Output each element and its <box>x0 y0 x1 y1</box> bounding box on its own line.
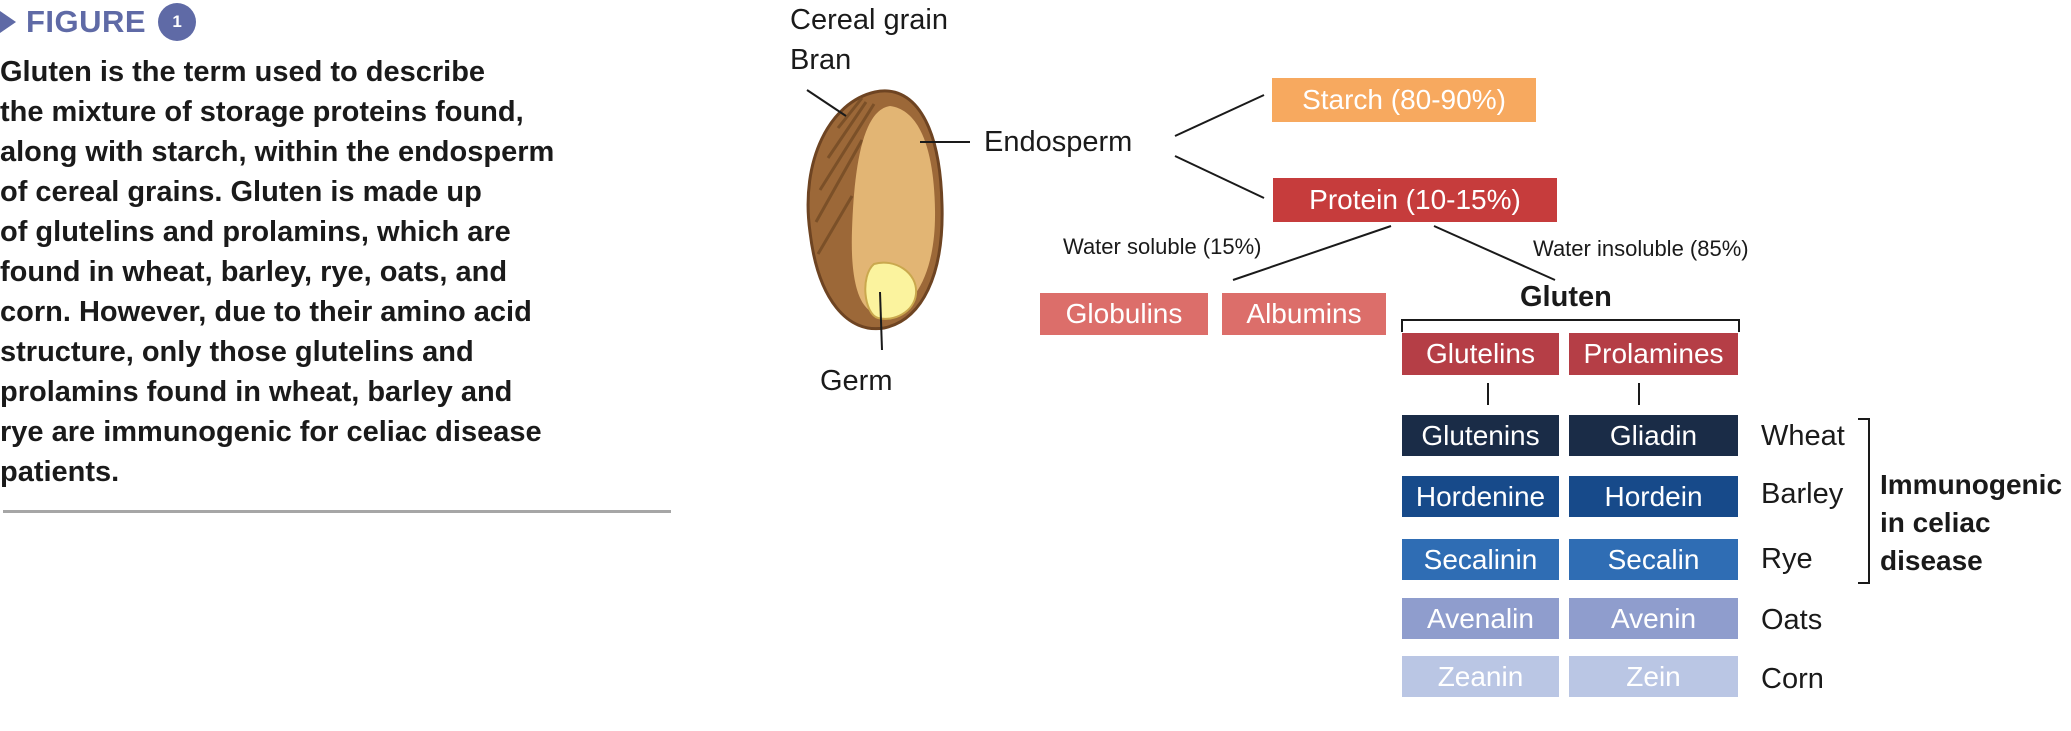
caption-line: patients. <box>0 456 120 488</box>
starch-box: Starch (80-90%) <box>1272 78 1536 122</box>
triangle-icon <box>0 11 16 33</box>
immunogenic-line: in celiac <box>1880 507 1991 538</box>
figure-heading: FIGURE 1 <box>0 2 197 42</box>
caption-line: of cereal grains. Gluten is made up <box>0 176 482 208</box>
connector-lines <box>1174 94 1870 584</box>
cereal-grain-label: Cereal grain <box>790 4 948 36</box>
albumins-box: Albumins <box>1222 293 1386 335</box>
corn-label: Corn <box>1761 663 1824 695</box>
figure-number-badge: 1 <box>158 3 197 41</box>
glutelins-box: Glutelins <box>1402 333 1559 375</box>
glutenins-box: Glutenins <box>1402 415 1559 456</box>
hordein-box: Hordein <box>1569 476 1738 517</box>
rye-label: Rye <box>1761 543 1813 575</box>
cereal-grain-illustration <box>806 89 970 351</box>
immunogenic-line: Immunogenic <box>1880 469 2063 500</box>
globulins-box: Globulins <box>1040 293 1208 335</box>
protein-box: Protein (10-15%) <box>1273 178 1557 222</box>
secalin-box: Secalin <box>1569 539 1738 580</box>
caption-line: Gluten is the term used to describe <box>0 56 486 88</box>
caption-line: along with starch, within the endosperm <box>0 136 555 168</box>
caption-line: of glutelins and prolamins, which are <box>0 216 511 248</box>
caption-line: corn. However, due to their amino acid <box>0 296 532 328</box>
caption-line: structure, only those glutelins and <box>0 336 474 368</box>
avenin-box: Avenin <box>1569 598 1738 639</box>
gliadin-box: Gliadin <box>1569 415 1738 456</box>
water-insoluble-label: Water insoluble (85%) <box>1533 236 1749 261</box>
endosperm-label: Endosperm <box>984 126 1133 158</box>
water-soluble-label: Water soluble (15%) <box>1063 234 1262 259</box>
bran-label: Bran <box>790 44 852 76</box>
immunogenic-line: disease <box>1880 545 1983 576</box>
secalinin-box: Secalinin <box>1402 539 1559 580</box>
caption-line: prolamins found in wheat, barley and <box>0 376 513 408</box>
hordenine-box: Hordenine <box>1402 476 1559 517</box>
oats-label: Oats <box>1761 604 1823 636</box>
barley-label: Barley <box>1761 478 1844 510</box>
wheat-label: Wheat <box>1761 420 1845 452</box>
zeanin-box: Zeanin <box>1402 656 1559 697</box>
zein-box: Zein <box>1569 656 1738 697</box>
immunogenic-label: Immunogenic in celiac disease <box>1880 466 2062 580</box>
figure-label: FIGURE <box>26 4 147 39</box>
prolamines-box: Prolamines <box>1569 333 1738 375</box>
avenalin-box: Avenalin <box>1402 598 1559 639</box>
germ-label: Germ <box>820 365 893 397</box>
divider <box>3 510 671 513</box>
caption-line: found in wheat, barley, rye, oats, and <box>0 256 508 288</box>
figure-caption: Gluten is the term used to describe the … <box>0 52 650 492</box>
caption-line: the mixture of storage proteins found, <box>0 96 524 128</box>
gluten-label: Gluten <box>1520 281 1612 313</box>
caption-line: rye are immunogenic for celiac disease <box>0 416 542 448</box>
